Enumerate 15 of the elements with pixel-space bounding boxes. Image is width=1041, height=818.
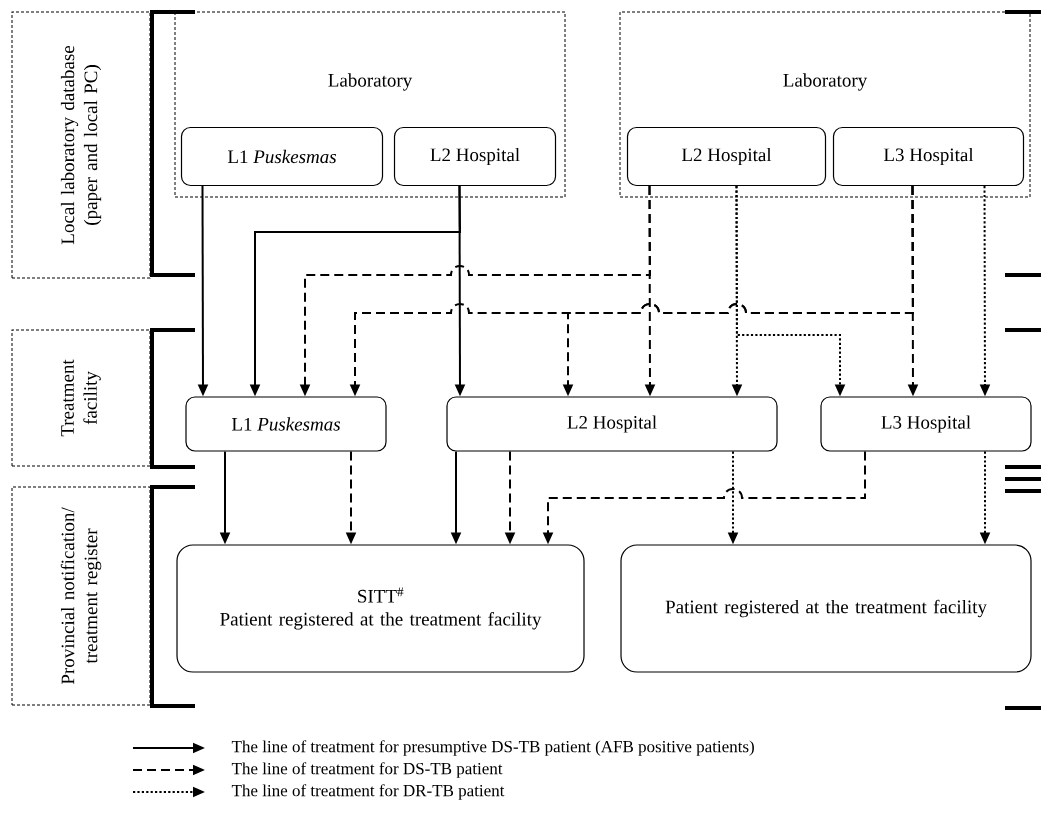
section-label-box: Local laboratory database (paper and local PC) bbox=[11, 11, 151, 279]
facility-box: L1 Puskesmas bbox=[185, 396, 387, 452]
legend-text: The line of treatment for DS-TB patient bbox=[231, 762, 503, 778]
facility-box: L3 Hospital bbox=[832, 126, 1025, 187]
facility-box: L2 Hospital bbox=[393, 126, 557, 187]
section-label-box: Provincial notification/ treatment register bbox=[11, 486, 151, 706]
facility-box: L1 Puskesmas bbox=[180, 126, 384, 187]
section-label-box: Treatment facility bbox=[11, 329, 151, 467]
register-box: Patient registered at the treatment facility bbox=[620, 544, 1032, 673]
legend-text: The line of treatment for presumptive DS-TB patient (AFB positive patients) bbox=[231, 740, 754, 756]
legend-text: The line of treatment for DR-TB patient bbox=[231, 784, 505, 800]
facility-box: L2 Hospital bbox=[626, 126, 827, 187]
facility-box: L3 Hospital bbox=[820, 396, 1032, 452]
register-box: SITT$^{#}$ Patient registered at the treatment facility bbox=[176, 544, 585, 673]
facility-box: L2 Hospital bbox=[446, 396, 778, 452]
